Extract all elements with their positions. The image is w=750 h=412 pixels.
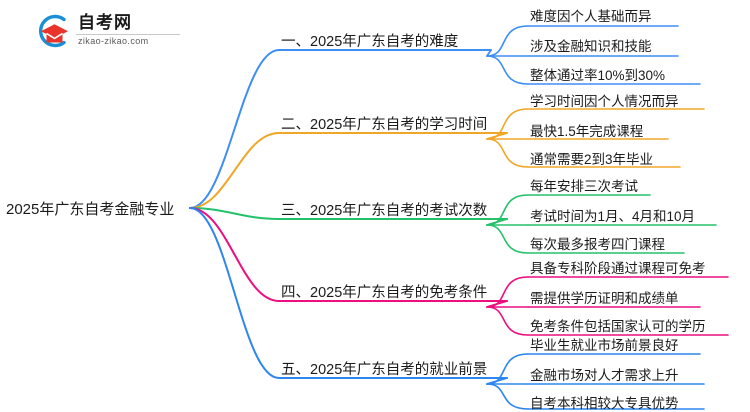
leaf-node-5-2[interactable]: 金融市场对人才需求上升 (530, 368, 679, 383)
connector-line (486, 300, 508, 308)
branch-node-1[interactable]: 一、2025年广东自考的难度 (281, 34, 459, 50)
connector-line (486, 25, 529, 57)
root-node[interactable]: 2025年广东自考金融专业 (6, 201, 175, 218)
leaf-node-1-3[interactable]: 整体通过率10%到30% (530, 68, 666, 83)
connector-line (189, 207, 280, 302)
leaf-node-1-1[interactable]: 难度因个人基础而异 (530, 9, 652, 24)
branch-node-4[interactable]: 四、2025年广东自考的免考条件 (281, 285, 488, 301)
connector-line (486, 276, 529, 308)
connector-line (486, 218, 508, 226)
leaf-node-4-1[interactable]: 具备专科阶段通过课程可免考 (530, 261, 706, 276)
connector-line (189, 49, 280, 209)
connector-line (486, 224, 529, 254)
connector-line (486, 306, 529, 336)
connector-line (486, 49, 492, 57)
connector-line (189, 132, 280, 209)
leaf-node-3-2[interactable]: 考试时间为1月、4月和10月 (530, 209, 696, 224)
leaf-node-1-2[interactable]: 涉及金融知识和技能 (530, 39, 652, 54)
leaf-node-2-1[interactable]: 学习时间因个人情况而异 (530, 94, 679, 109)
site-logo[interactable]: 自考网 zikao-zikao.com (30, 12, 180, 52)
leaf-node-5-1[interactable]: 毕业生就业市场前景良好 (530, 338, 679, 353)
logo-divider (76, 34, 180, 35)
leaf-node-4-3[interactable]: 免考条件包括国家认可的学历 (530, 319, 706, 334)
branch-node-3[interactable]: 三、2025年广东自考的考试次数 (281, 203, 488, 219)
leaf-node-3-1[interactable]: 每年安排三次考试 (530, 179, 638, 194)
connector-line (486, 353, 529, 385)
branch-node-5[interactable]: 五、2025年广东自考的就业前景 (281, 362, 488, 378)
connector-line (486, 377, 508, 385)
connector-line (486, 55, 529, 85)
logo-subtitle: zikao-zikao.com (78, 36, 149, 46)
connector-line (189, 207, 280, 379)
connector-line (486, 138, 529, 168)
logo-text: 自考网 zikao-zikao.com (76, 13, 180, 47)
connector-line (486, 108, 529, 140)
leaf-node-3-3[interactable]: 每次最多报考四门课程 (530, 237, 665, 252)
leaf-node-5-3[interactable]: 自考本科相较大专具优势 (530, 396, 679, 411)
leaf-node-2-3[interactable]: 通常需要2到3年毕业 (530, 152, 654, 167)
leaf-node-4-2[interactable]: 需提供学历证明和成绩单 (530, 291, 679, 306)
connector-line (486, 383, 529, 410)
logo-title: 自考网 (78, 13, 132, 32)
zikao-logo-icon (39, 14, 68, 48)
leaf-node-2-2[interactable]: 最快1.5年完成课程 (530, 124, 644, 139)
connector-line (486, 132, 508, 140)
branch-node-2[interactable]: 二、2025年广东自考的学习时间 (281, 117, 488, 133)
connector-line (189, 207, 280, 220)
connector-line (486, 194, 529, 226)
